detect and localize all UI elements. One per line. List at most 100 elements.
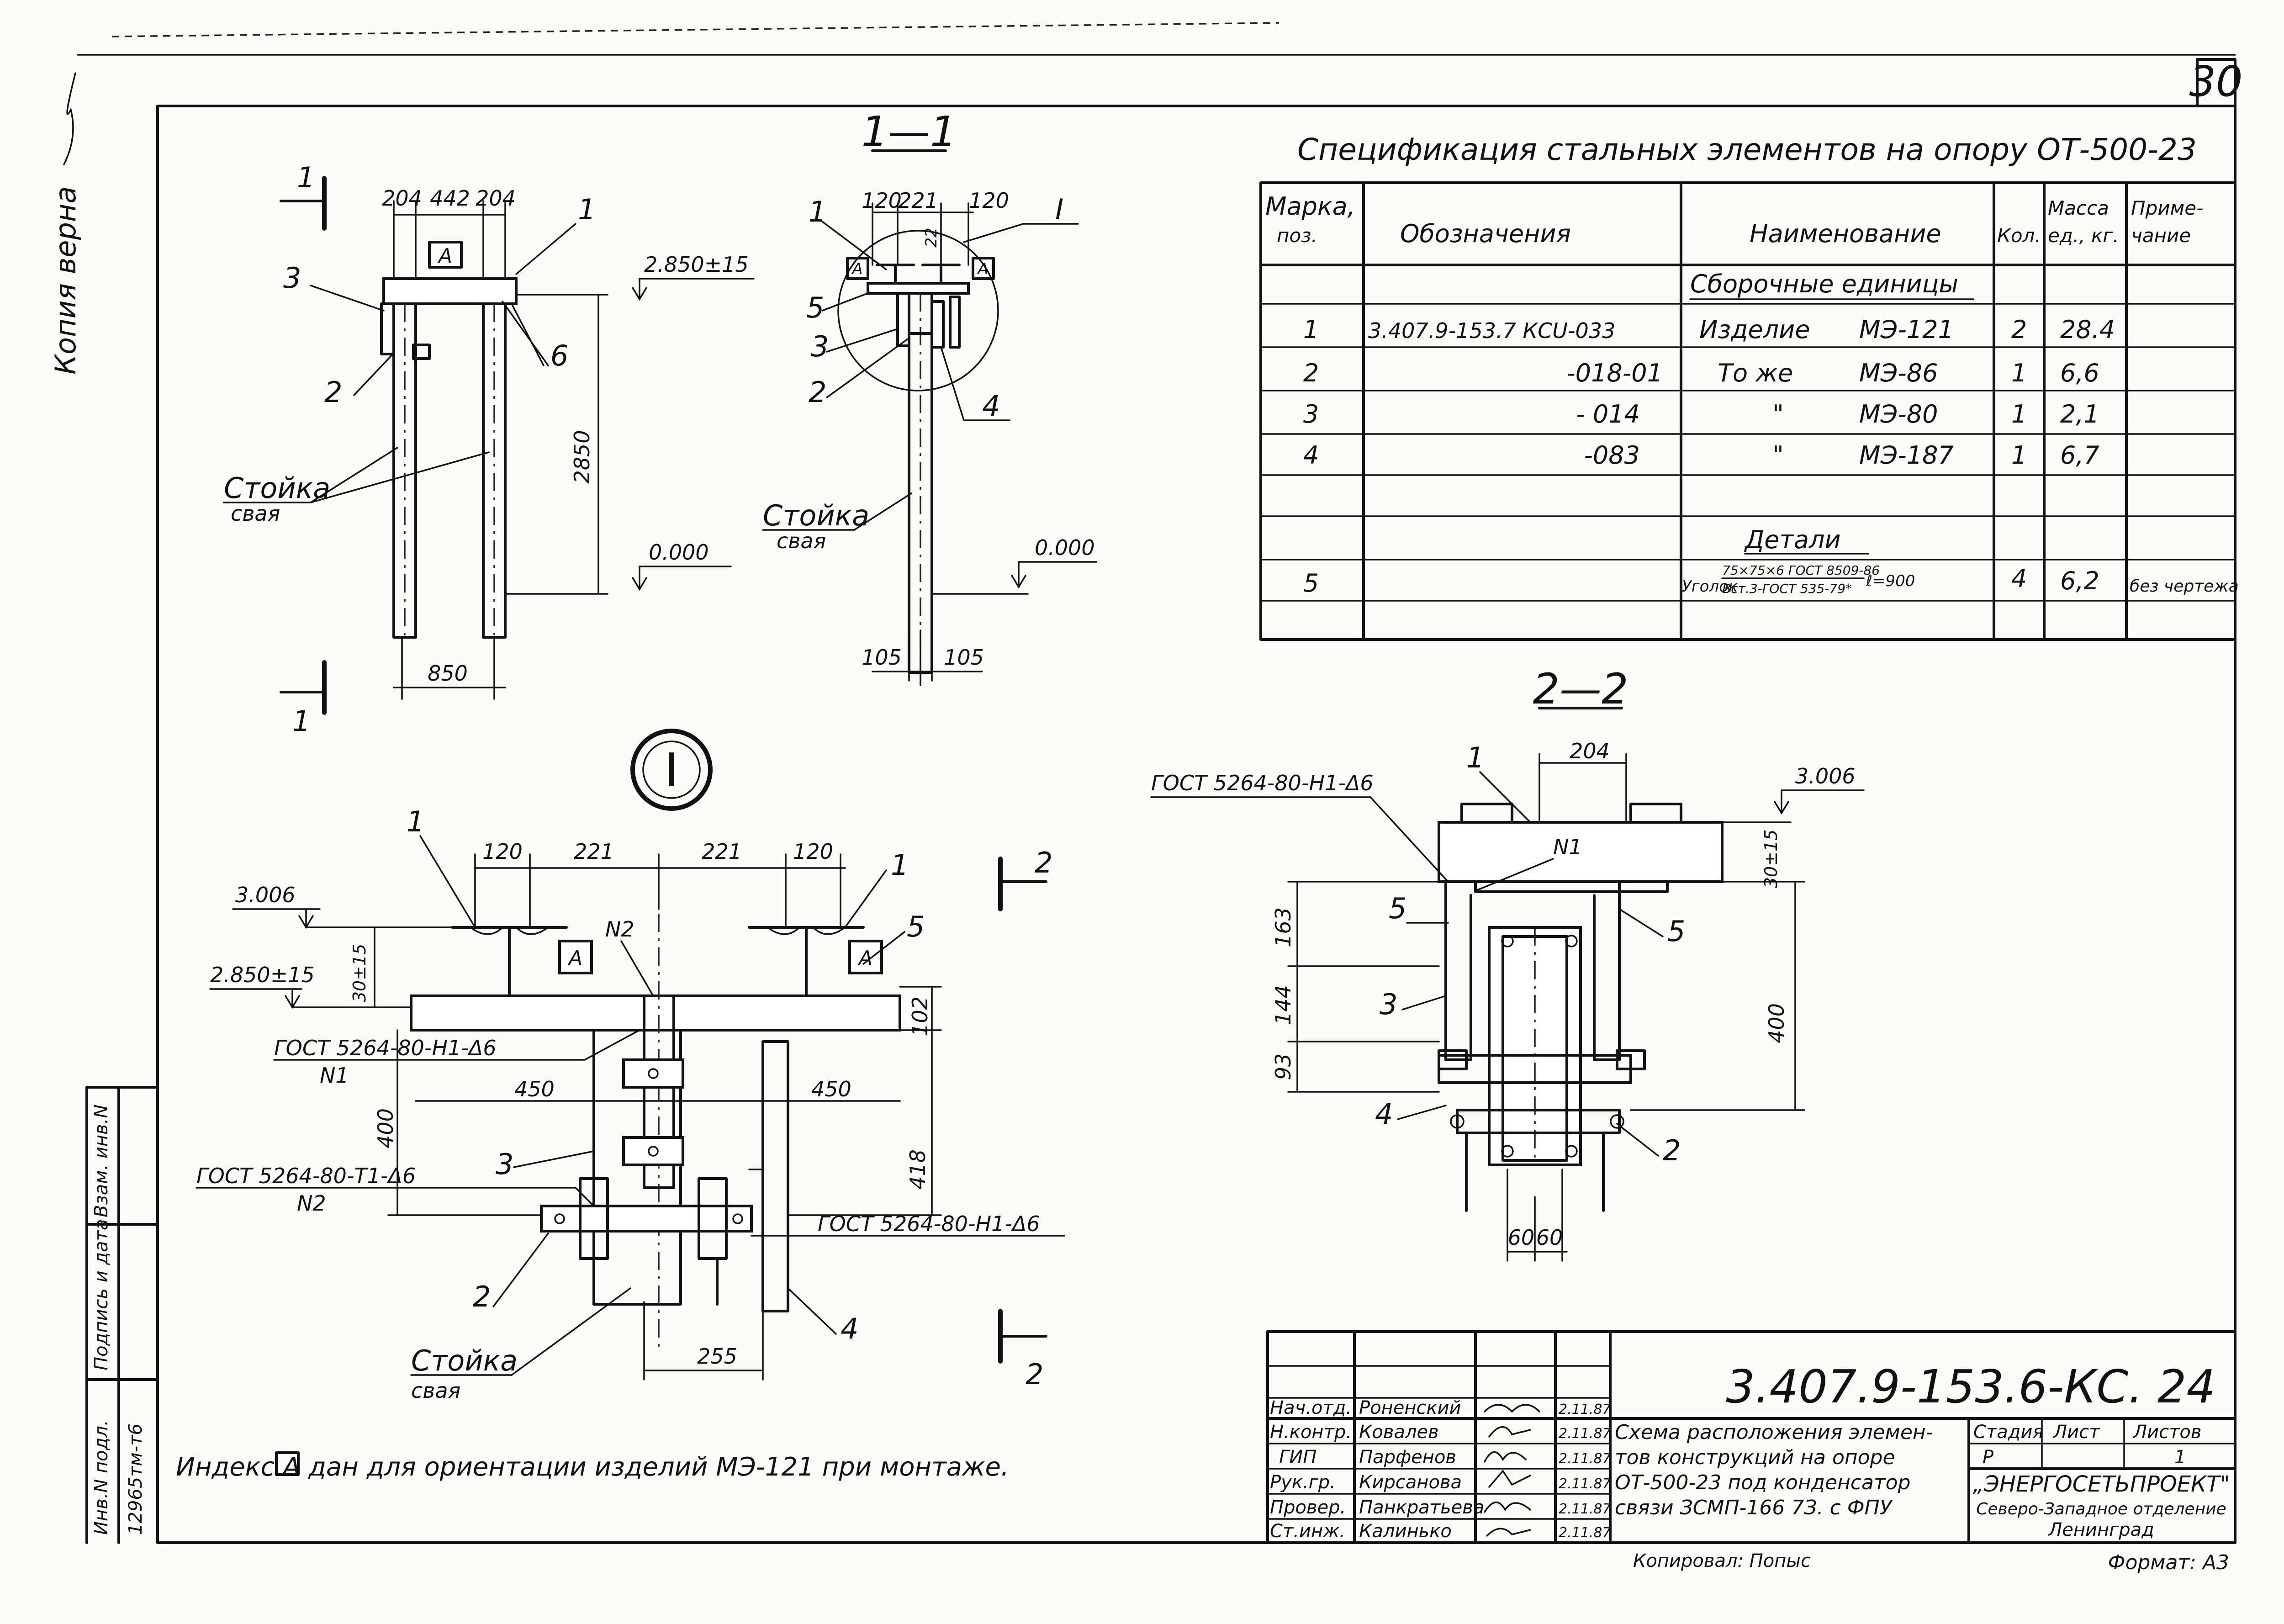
- spec-table: Спецификация стальных элементов на опору…: [1259, 132, 2239, 641]
- spec-detail-qty: 4: [2011, 564, 2027, 593]
- spec-row-2-qty: 1: [2011, 359, 2027, 387]
- elev-main-2850: 2.850±15: [644, 252, 749, 277]
- dim-2-2-400: 400: [1764, 1003, 1789, 1043]
- date-5: 2.11.87: [1559, 1525, 1611, 1541]
- view-main: 1 1 А 204 442 204 2.850±15 2850: [223, 161, 755, 738]
- elev-main-0000: 0.000: [649, 540, 709, 565]
- spec-header-name: Наименование: [1750, 219, 1941, 248]
- node-ref-1-1: I: [1055, 193, 1063, 226]
- dim-node-102: 102: [908, 996, 932, 1037]
- dim-node-120-a: 120: [482, 839, 523, 864]
- signature-0: [1484, 1404, 1540, 1413]
- stamp-sign-label: Подпись и дата: [91, 1219, 112, 1370]
- index-a-main: А: [437, 244, 452, 268]
- stamp-replace-label: Взам. инв.N: [91, 1105, 112, 1217]
- spec-row-4-pos: 4: [1303, 441, 1319, 470]
- spec-row-2-name: То же: [1718, 359, 1793, 387]
- spec-row-4-name: ": [1772, 441, 1784, 470]
- elev-1-1-0000: 0.000: [1035, 535, 1095, 560]
- spec-header-note-1: Приме-: [2131, 197, 2203, 219]
- cut-mark-1-bottom: 1: [292, 704, 310, 738]
- spec-header-mark-2: поз.: [1277, 224, 1317, 247]
- spec-row-4: 4 -083 " МЭ-187 1 6,7: [1303, 441, 2099, 470]
- view-section-1-1: 1—1 А А 120 221 120 22 I 1: [762, 107, 1097, 686]
- view-section-2-2: 2—2 204 3.006: [1150, 665, 1865, 1262]
- dim-2-2-30: 30±15: [1761, 830, 1781, 889]
- spec-row-1-mark: МЭ-121: [1859, 315, 1954, 344]
- spec-row-2-code: -018-01: [1566, 359, 1663, 387]
- dim-main-442: 442: [430, 186, 470, 211]
- pos-node-5: 5: [907, 910, 925, 943]
- weld-node-3: ГОСТ 5264-80-Н1-Δ6: [818, 1211, 1040, 1236]
- stage-value: Р: [1983, 1447, 1994, 1468]
- dim-node-120-b: 120: [793, 839, 833, 864]
- pos-main-3: 3: [283, 261, 301, 295]
- dim-1-1-22: 22: [922, 227, 941, 247]
- spec-row-1-code: 3.407.9-153.7 КСU-033: [1368, 318, 1615, 343]
- spec-detail-row: 5 Уголок 75×75×6 ГОСТ 8509-86 Вст.3-ГОСТ…: [1303, 563, 2239, 598]
- dim-2-2-93: 93: [1271, 1053, 1295, 1080]
- spec-row-3-mark: МЭ-80: [1859, 400, 1938, 428]
- dim-main-850: 850: [428, 661, 468, 686]
- pos-1-1-3: 3: [811, 330, 829, 363]
- label-main-stoyka: Стойка: [224, 471, 330, 505]
- pos-node-2: 2: [473, 1280, 491, 1313]
- node-I-label: I: [665, 743, 678, 797]
- desc-line-1: тов конструкций на опоре: [1615, 1446, 1895, 1469]
- dim-2-2-163: 163: [1271, 907, 1295, 947]
- sheet-label: Лист: [2052, 1422, 2100, 1443]
- stamp-inv-label: Инв.N подл.: [91, 1420, 112, 1535]
- dim-2-2-144: 144: [1271, 985, 1295, 1025]
- org-line-0: „ЭНЕРГОСЕТЬПРОЕКТ": [1973, 1471, 2230, 1497]
- signature-2: [1484, 1451, 1527, 1463]
- elev-node-3006: 3.006: [235, 883, 296, 907]
- cut-mark-2-bottom: 2: [1026, 1358, 1043, 1391]
- spec-header-mark-1: Марка,: [1265, 192, 1355, 221]
- spec-row-1-mass: 28.4: [2060, 315, 2115, 344]
- spec-detail-spec-bottom: Вст.3-ГОСТ 535-79*: [1722, 581, 1852, 596]
- side-margin-stamp: Инв.N подл. Подпись и дата Взам. инв.N 1…: [49, 72, 159, 1544]
- spec-detail-mass: 6,2: [2060, 566, 2099, 595]
- cut-mark-2-top: 2: [1035, 846, 1052, 879]
- signature-5: [1486, 1528, 1531, 1537]
- dim-node-400: 400: [373, 1108, 398, 1148]
- date-2: 2.11.87: [1559, 1451, 1611, 1467]
- signature-1: [1488, 1426, 1531, 1438]
- sheets-value: 1: [2174, 1447, 2186, 1468]
- pos-1-1-4: 4: [982, 389, 1000, 423]
- spec-header-note-2: чание: [2131, 224, 2191, 247]
- label-node-stoyka: Стойка: [411, 1344, 518, 1377]
- name-5: Калинько: [1359, 1521, 1452, 1542]
- spec-row-1-name: Изделие: [1699, 315, 1810, 344]
- pos-main-2: 2: [324, 376, 342, 409]
- signature-3: [1488, 1470, 1531, 1488]
- role-3: Рук.гр.: [1270, 1472, 1336, 1493]
- role-1: Н.контр.: [1270, 1422, 1352, 1443]
- name-3: Кирсанова: [1359, 1472, 1462, 1493]
- index-a-1-1-left: А: [851, 260, 862, 278]
- spec-detail-pos: 5: [1303, 569, 1319, 598]
- role-0: Нач.отд.: [1270, 1397, 1352, 1418]
- date-1: 2.11.87: [1559, 1426, 1611, 1442]
- spec-row-4-mark: МЭ-187: [1859, 441, 1954, 470]
- spec-detail-length: ℓ=900: [1866, 572, 1915, 590]
- desc-line-0: Схема расположения элемен-: [1615, 1421, 1933, 1444]
- pos-2-2-4: 4: [1375, 1097, 1393, 1131]
- title-block: 3.407.9-153.6-КС. 24 Нач.отд. Н.контр. Г…: [1266, 1330, 2236, 1544]
- spec-row-1-qty: 2: [2011, 315, 2027, 344]
- label-1-1-stoyka: Стойка: [763, 499, 869, 532]
- pos-1-1-1: 1: [809, 195, 826, 228]
- spec-detail-name: Уголок: [1682, 577, 1738, 596]
- weld-2-2-n: N1: [1553, 835, 1582, 859]
- index-a-node-left: А: [567, 947, 582, 970]
- label-main-svaya: свая: [231, 501, 280, 526]
- spec-row-3-mass: 2,1: [2060, 400, 2099, 428]
- pos-node-1-left: 1: [407, 805, 424, 838]
- format-label: Формат: А3: [2108, 1551, 2229, 1574]
- spec-row-3-name: ": [1772, 400, 1784, 428]
- date-4: 2.11.87: [1559, 1501, 1611, 1517]
- dim-2-2-60-left: 60: [1508, 1225, 1535, 1250]
- signature-mark: [63, 72, 76, 165]
- org-line-1: Северо-Западное отделение: [1976, 1500, 2226, 1518]
